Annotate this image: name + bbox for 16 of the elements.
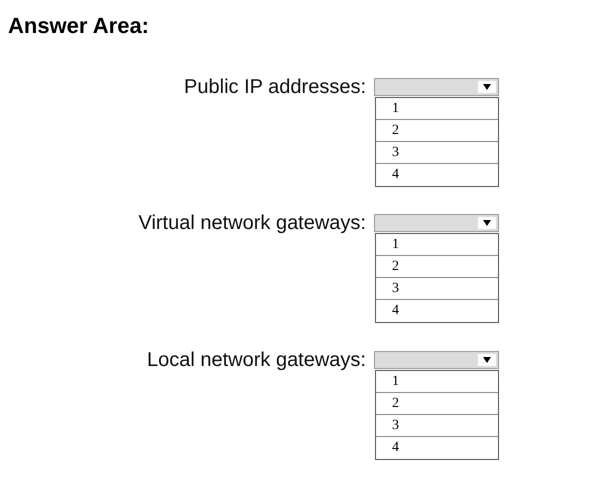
option-item: 3 <box>376 142 498 164</box>
option-item: 3 <box>376 278 498 300</box>
option-item: 4 <box>391 302 400 320</box>
field-label: Virtual network gateways: <box>137 211 366 236</box>
option-item: 4 <box>391 439 400 457</box>
option-item: 3 <box>376 415 498 437</box>
field-label: Public IP addresses: <box>183 75 366 100</box>
option-item: 1 <box>376 371 498 393</box>
option-item: 4 <box>391 166 400 184</box>
field-label: Local network gateways: <box>146 348 366 373</box>
option-item: 2 <box>376 393 498 415</box>
heading: Answer Area: <box>8 12 150 40</box>
option-item: 1 <box>376 234 498 256</box>
option-item: 2 <box>376 120 498 142</box>
option-item: 1 <box>376 98 498 120</box>
option-item: 2 <box>376 256 498 278</box>
